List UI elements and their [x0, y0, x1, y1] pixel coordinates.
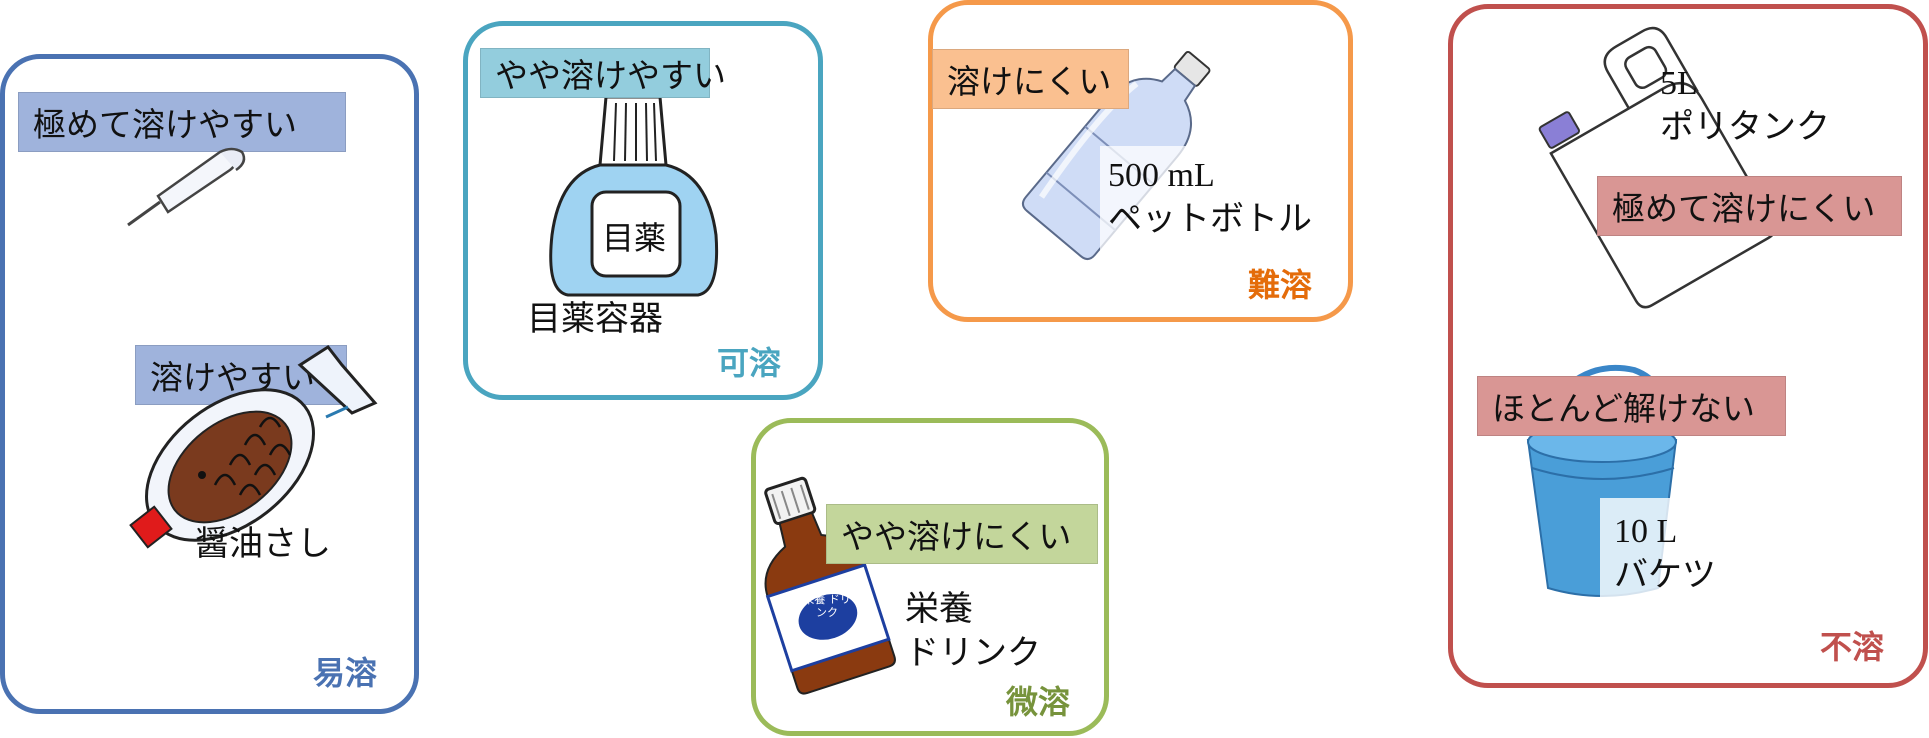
- bucket-container-text: 10 L バケツ: [1614, 513, 1716, 594]
- soy-sauce-text: 醤油さし: [195, 526, 331, 563]
- category-insoluble: 不溶: [1820, 628, 1885, 666]
- eyedrop-badge: 目薬: [601, 219, 666, 257]
- label-practically-insoluble: ほとんど解けない: [1477, 376, 1786, 436]
- bucket-text-backdrop: [1600, 498, 1690, 598]
- pet-text-backdrop: [1100, 146, 1348, 250]
- poly-tank-icon: [1538, 26, 1777, 309]
- eyedrop-bottle-icon: [549, 95, 719, 297]
- label-very-insoluble: 極めて溶けにくい: [1597, 176, 1902, 236]
- drink-bottle-icon: [764, 476, 896, 695]
- tank-container-text: 5L ポリタンク: [1660, 65, 1830, 146]
- label-very-soluble: 極めて溶けやすい: [18, 92, 346, 152]
- pet-container-text: 500 mL ペットボトル: [1108, 157, 1312, 238]
- drink-badge: 栄養 ドリンク: [803, 593, 851, 619]
- label-fairly-soluble: やや溶けやすい: [480, 48, 726, 98]
- label-fairly-insoluble: やや溶けにくい: [826, 504, 1098, 564]
- category-very-soluble: 易溶: [313, 654, 378, 692]
- label-sparingly-soluble: 溶けにくい: [932, 49, 1129, 109]
- eyedrop-container-text: 目薬容器: [527, 301, 663, 338]
- category-sparingly-soluble: 難溶: [1248, 266, 1313, 304]
- category-slightly-soluble: 微溶: [1006, 683, 1071, 721]
- drink-container-text: 栄養 ドリンク: [905, 591, 1041, 672]
- soy-sauce-fish-icon: [129, 344, 378, 549]
- category-soluble: 可溶: [717, 344, 782, 382]
- dropper-icon: [127, 147, 246, 227]
